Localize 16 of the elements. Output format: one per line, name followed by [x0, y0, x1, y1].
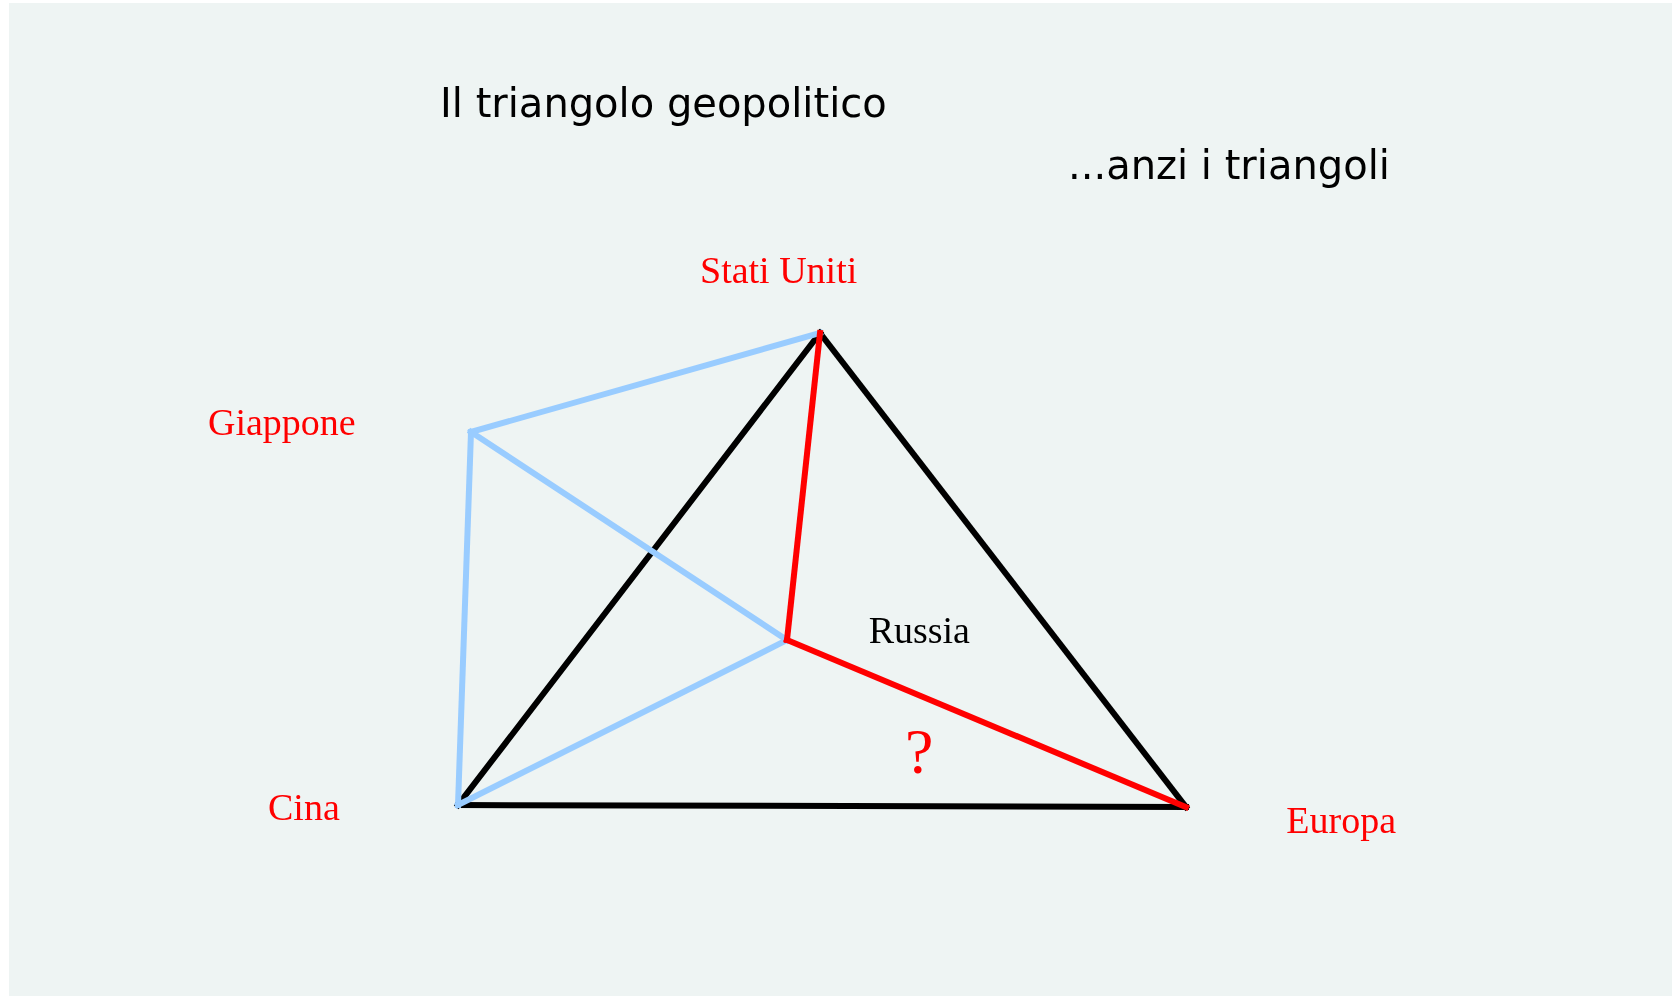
connector-line — [784, 637, 1189, 810]
title: Il triangolo geopolitico — [440, 80, 887, 126]
country-label: Russia — [868, 608, 970, 652]
connector-line — [455, 429, 474, 808]
country-label: Giappone — [208, 400, 356, 444]
country-label: Europa — [1286, 798, 1396, 842]
connector-line — [455, 330, 823, 808]
connector-line — [455, 637, 790, 808]
question-mark: ? — [905, 715, 934, 789]
connector-line — [468, 429, 790, 643]
connector-line — [817, 330, 1189, 810]
subtitle: ...anzi i triangoli — [1068, 142, 1390, 188]
country-label: Cina — [268, 785, 340, 829]
country-label: Stati Uniti — [700, 248, 858, 292]
connector-line — [468, 330, 823, 435]
connector-line — [784, 330, 823, 643]
